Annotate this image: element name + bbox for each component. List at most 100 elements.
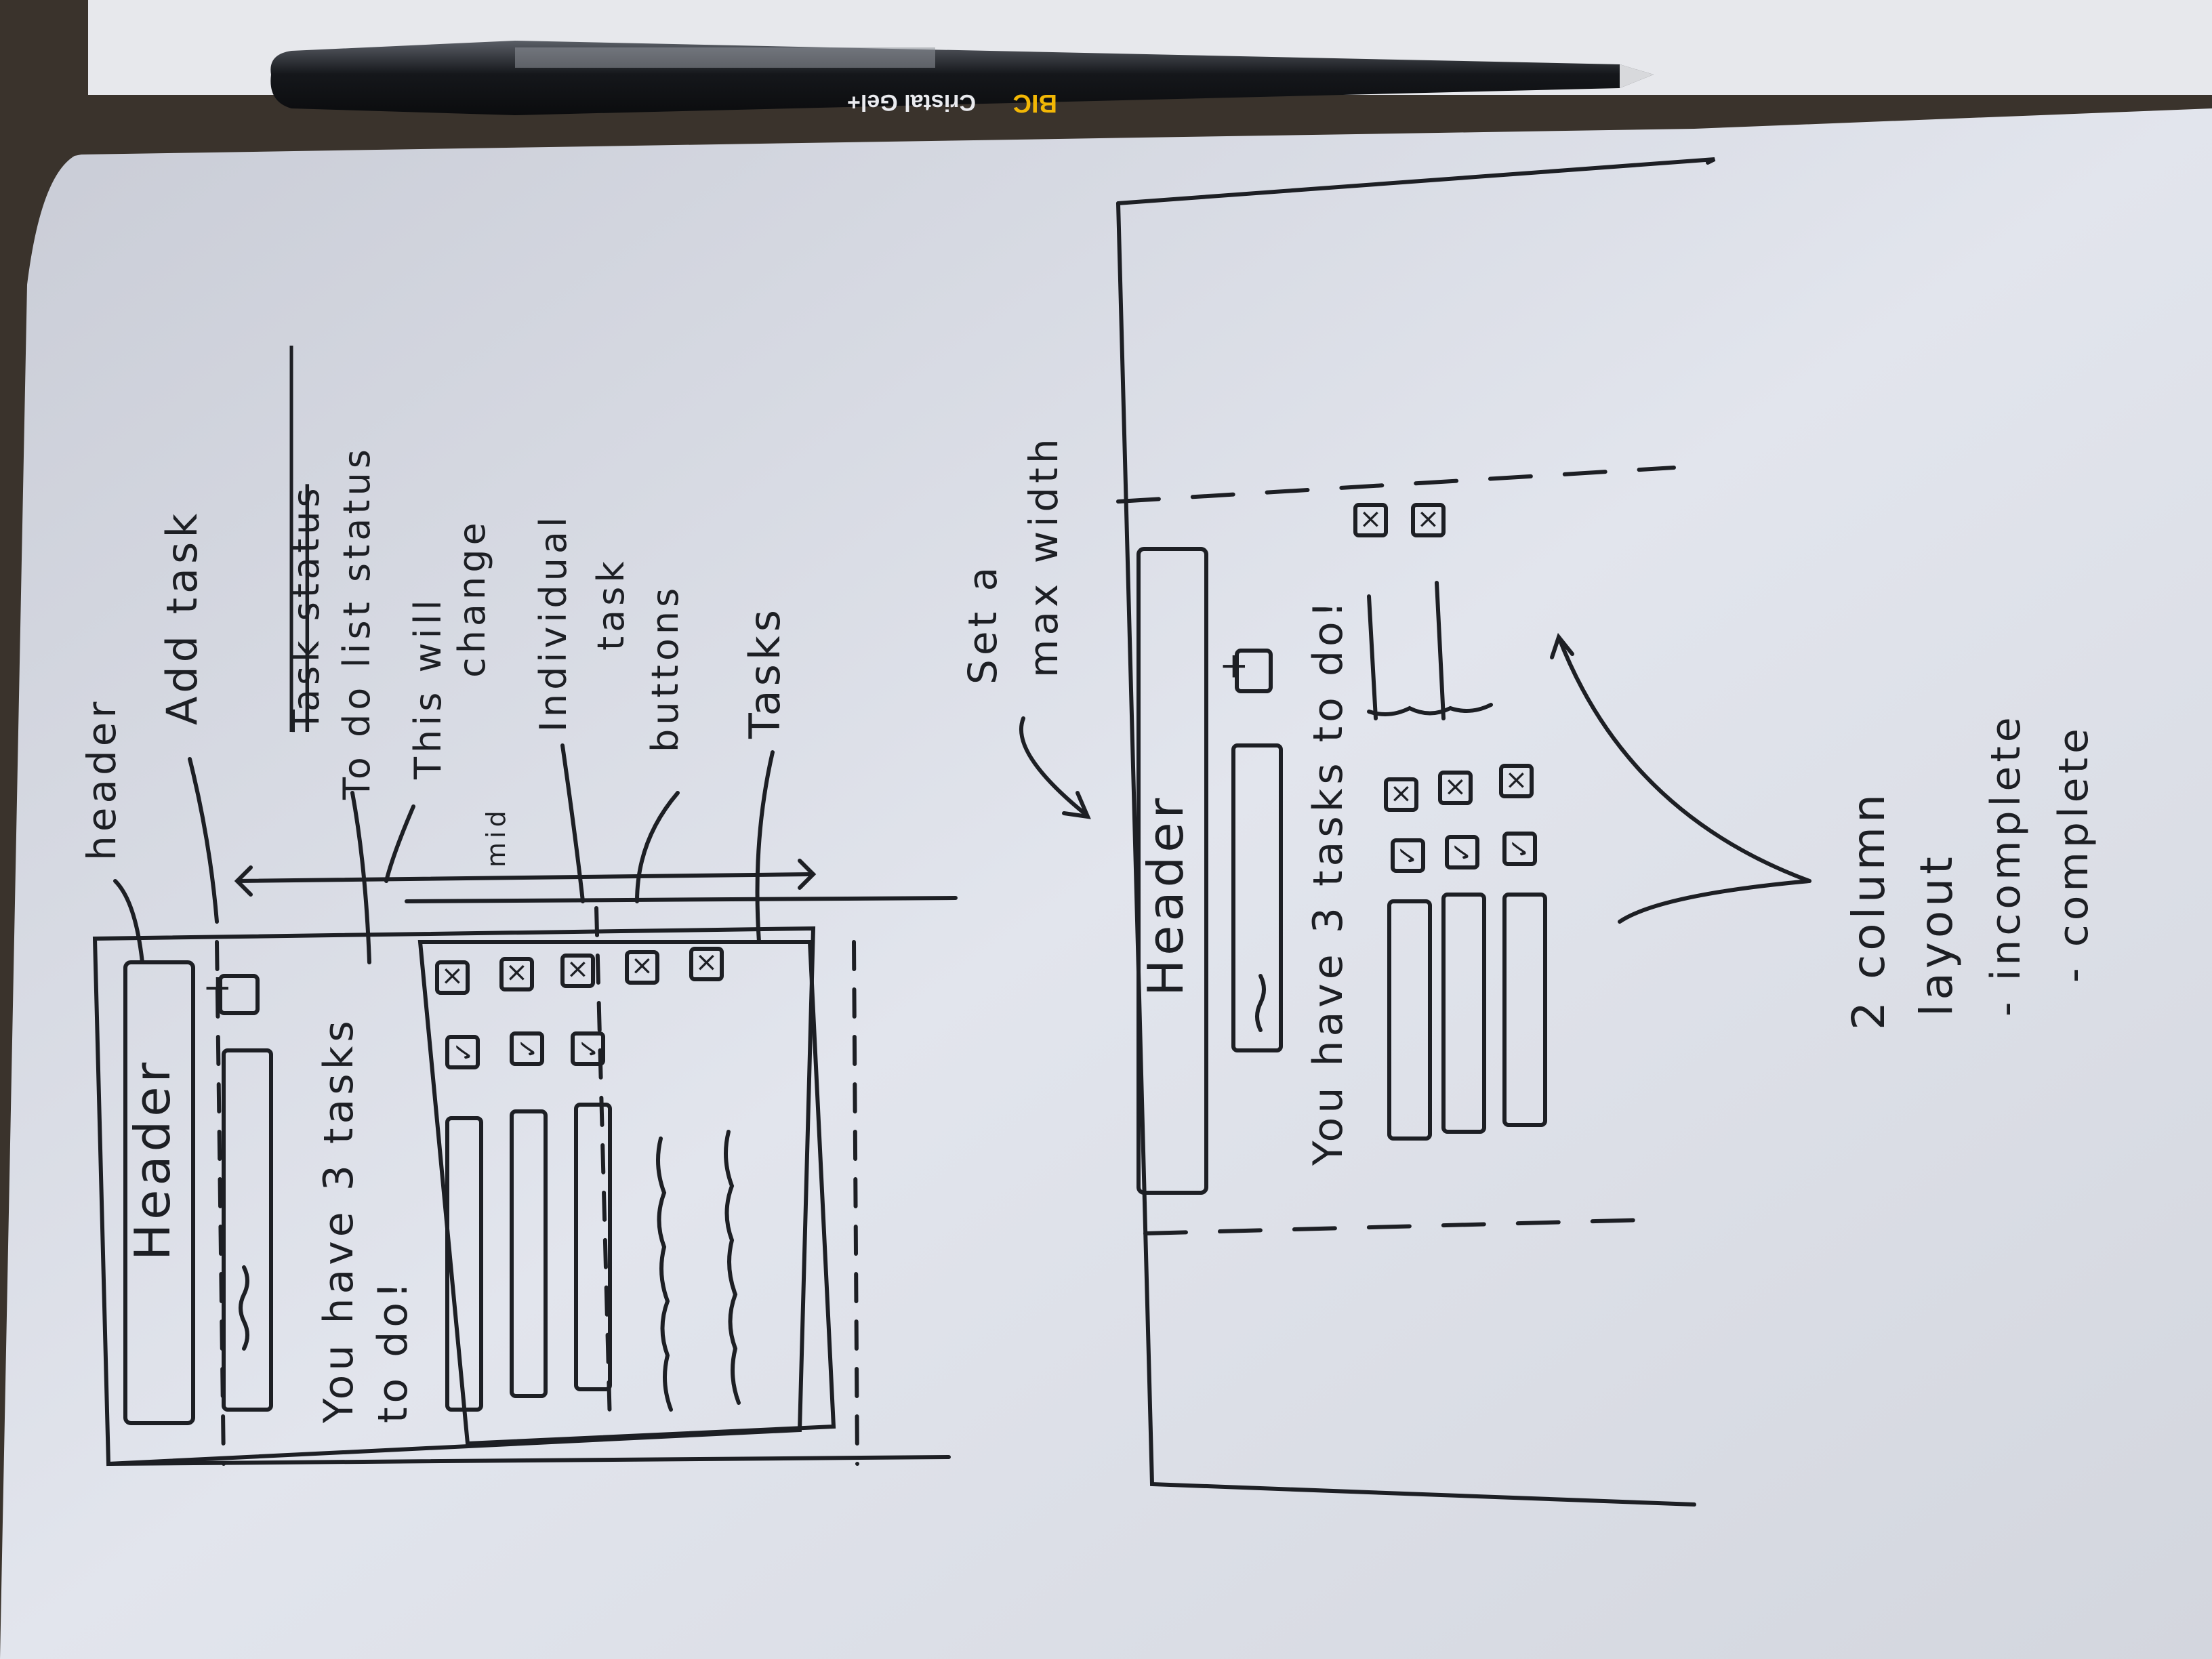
desktop-task-bar [1387, 899, 1432, 1141]
close-icon: × [691, 947, 722, 974]
max-width-guide [1143, 1218, 1649, 1235]
mobile-complete-button[interactable] [445, 1035, 480, 1069]
desktop-complete-button[interactable] [1445, 835, 1479, 869]
desktop-delete-button[interactable] [1353, 503, 1388, 537]
annotation-layout-3: - incomplete [1982, 713, 2030, 1017]
check-icon: ✓ [574, 1033, 604, 1059]
margin-guide [215, 940, 226, 1466]
mobile-wireframe-text: Header + You have 3 tasks to do! ✓ ✓ ✓ ×… [124, 947, 722, 1424]
desktop-completed-task [1435, 581, 1446, 720]
arrowhead [1062, 791, 1091, 819]
annotation-layout-2: layout [1910, 853, 1963, 1017]
annotation-individual-1: Individual [532, 513, 575, 732]
check-icon: ✓ [449, 1037, 478, 1063]
mobile-task-bar [510, 1109, 548, 1398]
notebook-page [0, 108, 2212, 1659]
mobile-add-glyph: + [197, 969, 237, 1003]
desktop-header-label: Header [1137, 794, 1194, 996]
desktop-status-text: You have 3 tasks to do! [1305, 597, 1352, 1166]
leader-line [384, 804, 415, 883]
desktop-delete-button[interactable] [1384, 777, 1418, 812]
leader-line [755, 750, 775, 944]
mobile-delete-button[interactable] [560, 954, 595, 988]
layout-arrow [1557, 635, 1811, 883]
desktop-frame-top [1116, 157, 1716, 205]
mobile-add-button[interactable] [218, 974, 260, 1015]
layout-arrow [1618, 879, 1811, 924]
annotation-tasks: Tasks [740, 606, 790, 739]
mobile-complete-button[interactable] [510, 1031, 544, 1066]
mobile-delete-button[interactable] [435, 960, 470, 995]
desktop-wireframe-text: Header + You have 3 tasks to do! ✓ ✓ ✓ ×… [1137, 504, 1534, 1166]
desktop-task-bar [1441, 893, 1486, 1134]
annotation-max-width-2: max width [1021, 434, 1067, 678]
close-icon: × [562, 954, 593, 981]
desktop-complete-button[interactable] [1391, 838, 1425, 873]
pen-model: Cristal Gel+ [847, 89, 976, 115]
check-icon: ✓ [1393, 840, 1422, 866]
desktop-complete-button[interactable] [1502, 832, 1537, 866]
close-icon: × [1412, 504, 1443, 531]
close-icon: × [436, 960, 468, 987]
leader-line [350, 791, 371, 964]
desktop-delete-button[interactable] [1499, 764, 1534, 798]
mobile-wireframe [92, 743, 958, 1467]
desktop-add-glyph: + [1213, 647, 1254, 681]
desktop-delete-button[interactable] [1438, 771, 1473, 805]
mobile-task-list-frame [417, 940, 836, 1446]
close-icon: × [1385, 778, 1416, 805]
column-guide [594, 906, 612, 1425]
mobile-task-input[interactable] [222, 1048, 273, 1412]
leader-line [560, 743, 585, 903]
annotation-header: header [79, 698, 125, 861]
mobile-header-label: Header [124, 1059, 181, 1261]
bottom-rule [106, 1455, 951, 1466]
mobile-delete-button[interactable] [625, 950, 659, 985]
mobile-status-line1: You have 3 tasks [315, 1017, 363, 1424]
close-icon: × [1355, 504, 1386, 531]
desktop-completed-task [1367, 594, 1378, 720]
annotation-add-task: Add task [157, 510, 207, 725]
mobile-complete-button[interactable] [571, 1031, 605, 1066]
annotation-will-change-1: This will [407, 596, 449, 780]
desktop-frame-side [1116, 201, 1696, 1507]
pen-grip-highlight [515, 47, 935, 68]
pen-tip [1620, 64, 1654, 88]
annotation-will-change-2: change [451, 518, 493, 678]
max-width-arrow [1019, 716, 1086, 815]
arrowhead [234, 865, 253, 897]
width-arrow [235, 872, 815, 883]
desktop-add-button[interactable] [1235, 649, 1273, 693]
margin-guide [852, 940, 859, 1466]
check-icon: ✓ [1504, 834, 1534, 859]
mobile-task-bar [445, 1116, 483, 1412]
desktop-completed-task [1367, 703, 1493, 716]
arrowhead [1550, 632, 1574, 659]
desktop-task-input[interactable] [1231, 743, 1283, 1052]
mobile-completed-task [724, 1130, 741, 1405]
input-scribble [1255, 974, 1266, 1032]
annotation-individual-3: buttons [644, 584, 687, 752]
annotation-todo-status: To do list status [335, 445, 378, 800]
check-icon: ✓ [513, 1033, 543, 1059]
leader-line [113, 879, 144, 964]
annotation-individual-2: task [590, 557, 632, 651]
input-scribble [239, 1265, 249, 1351]
leader-line [635, 791, 680, 903]
leader-line [188, 757, 219, 924]
close-icon: × [626, 950, 657, 977]
close-icon: × [1439, 771, 1471, 798]
max-width-guide [1116, 466, 1676, 504]
desktop-header-box [1136, 547, 1208, 1195]
mobile-delete-button[interactable] [499, 957, 534, 991]
annotation-layout-1: 2 column [1843, 790, 1895, 1030]
annotation-layout-4: - complete [2050, 724, 2097, 983]
close-icon: × [501, 957, 532, 984]
mobile-delete-button[interactable] [689, 947, 724, 981]
mobile-status-line2: to do! [369, 1278, 417, 1423]
check-icon: ✓ [1447, 837, 1477, 863]
desktop-wireframe [1019, 157, 1811, 1507]
desktop-task-bar [1502, 893, 1547, 1127]
desktop-delete-button[interactable] [1411, 503, 1446, 537]
